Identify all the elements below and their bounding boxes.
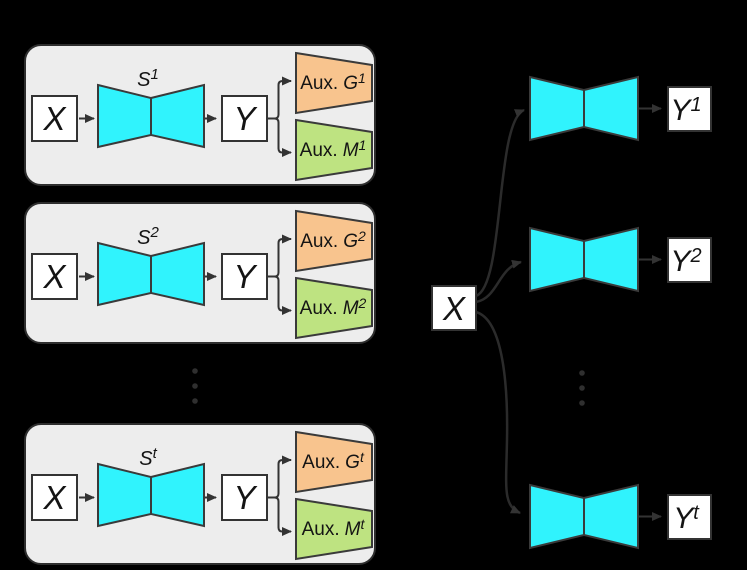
output-box (667, 237, 712, 283)
input-label: X (442, 290, 467, 327)
shared-input: X (431, 285, 477, 331)
connector-to-aux-m (267, 117, 292, 157)
ellipsis-dots-right (579, 370, 585, 406)
output-label: Y (233, 479, 257, 516)
aux-g-label: Aux.G1 (300, 70, 366, 94)
output-box (667, 494, 712, 540)
dot (579, 370, 585, 376)
output-box (667, 86, 712, 132)
aux-m-label: Aux.Mt (302, 516, 366, 540)
output-box (221, 253, 268, 300)
decoder-shape (583, 483, 639, 550)
curve-input-to-net-t (475, 310, 521, 515)
network-label: St (139, 445, 157, 470)
network-label: S1 (137, 66, 159, 91)
ellipsis-dots-left (192, 368, 198, 404)
aux-g-label: Aux.G2 (300, 228, 366, 252)
decoder-shape (150, 241, 205, 307)
output-label: Y1 (670, 94, 701, 127)
output-label: Yt (673, 502, 700, 535)
aux-m-label: Aux.M2 (300, 295, 367, 319)
task-panel-1: X S1 Y Aux.G1 Aux.M1 (24, 44, 376, 186)
encoder-shape (529, 75, 585, 142)
input-box (31, 95, 78, 142)
decoder-shape (150, 462, 205, 528)
aux-m-head (295, 276, 373, 340)
output-label: Y2 (670, 245, 701, 278)
dot (192, 368, 198, 374)
aux-g-head (295, 430, 373, 494)
curve-input-to-net-1 (475, 108, 525, 298)
dot (192, 398, 198, 404)
aux-g-head (295, 209, 373, 273)
dot (579, 400, 585, 406)
encoder-shape (529, 483, 585, 550)
branch-1: Y1 (529, 75, 712, 142)
aux-g-head (295, 51, 373, 115)
branch-t: Yt (529, 483, 712, 550)
task-panel-t: X St Y Aux.Gt Aux.Mt (24, 423, 376, 565)
encoder-shape (529, 226, 585, 293)
connector-to-aux-m (267, 275, 292, 315)
output-label: Y (233, 100, 257, 137)
input-label: X (42, 100, 67, 137)
aux-m-head (295, 497, 373, 561)
connector-to-aux-m (267, 496, 292, 536)
input-label: X (42, 479, 67, 516)
aux-m-label: Aux.M1 (300, 137, 367, 161)
curve-input-to-net-2 (475, 259, 522, 304)
aux-g-label: Aux.Gt (302, 449, 365, 473)
decoder-shape (583, 75, 639, 142)
dot (192, 383, 198, 389)
decoder-shape (583, 226, 639, 293)
aux-m-head (295, 118, 373, 182)
task-panel-2: X S2 Y Aux.G2 Aux.M2 (24, 202, 376, 344)
input-box (431, 285, 477, 331)
decoder-shape (150, 83, 205, 149)
branch-2: Y2 (529, 226, 712, 293)
input-box (31, 474, 78, 521)
network-label: S2 (137, 224, 159, 249)
dot (579, 385, 585, 391)
output-label: Y (233, 258, 257, 295)
input-label: X (42, 258, 67, 295)
input-box (31, 253, 78, 300)
